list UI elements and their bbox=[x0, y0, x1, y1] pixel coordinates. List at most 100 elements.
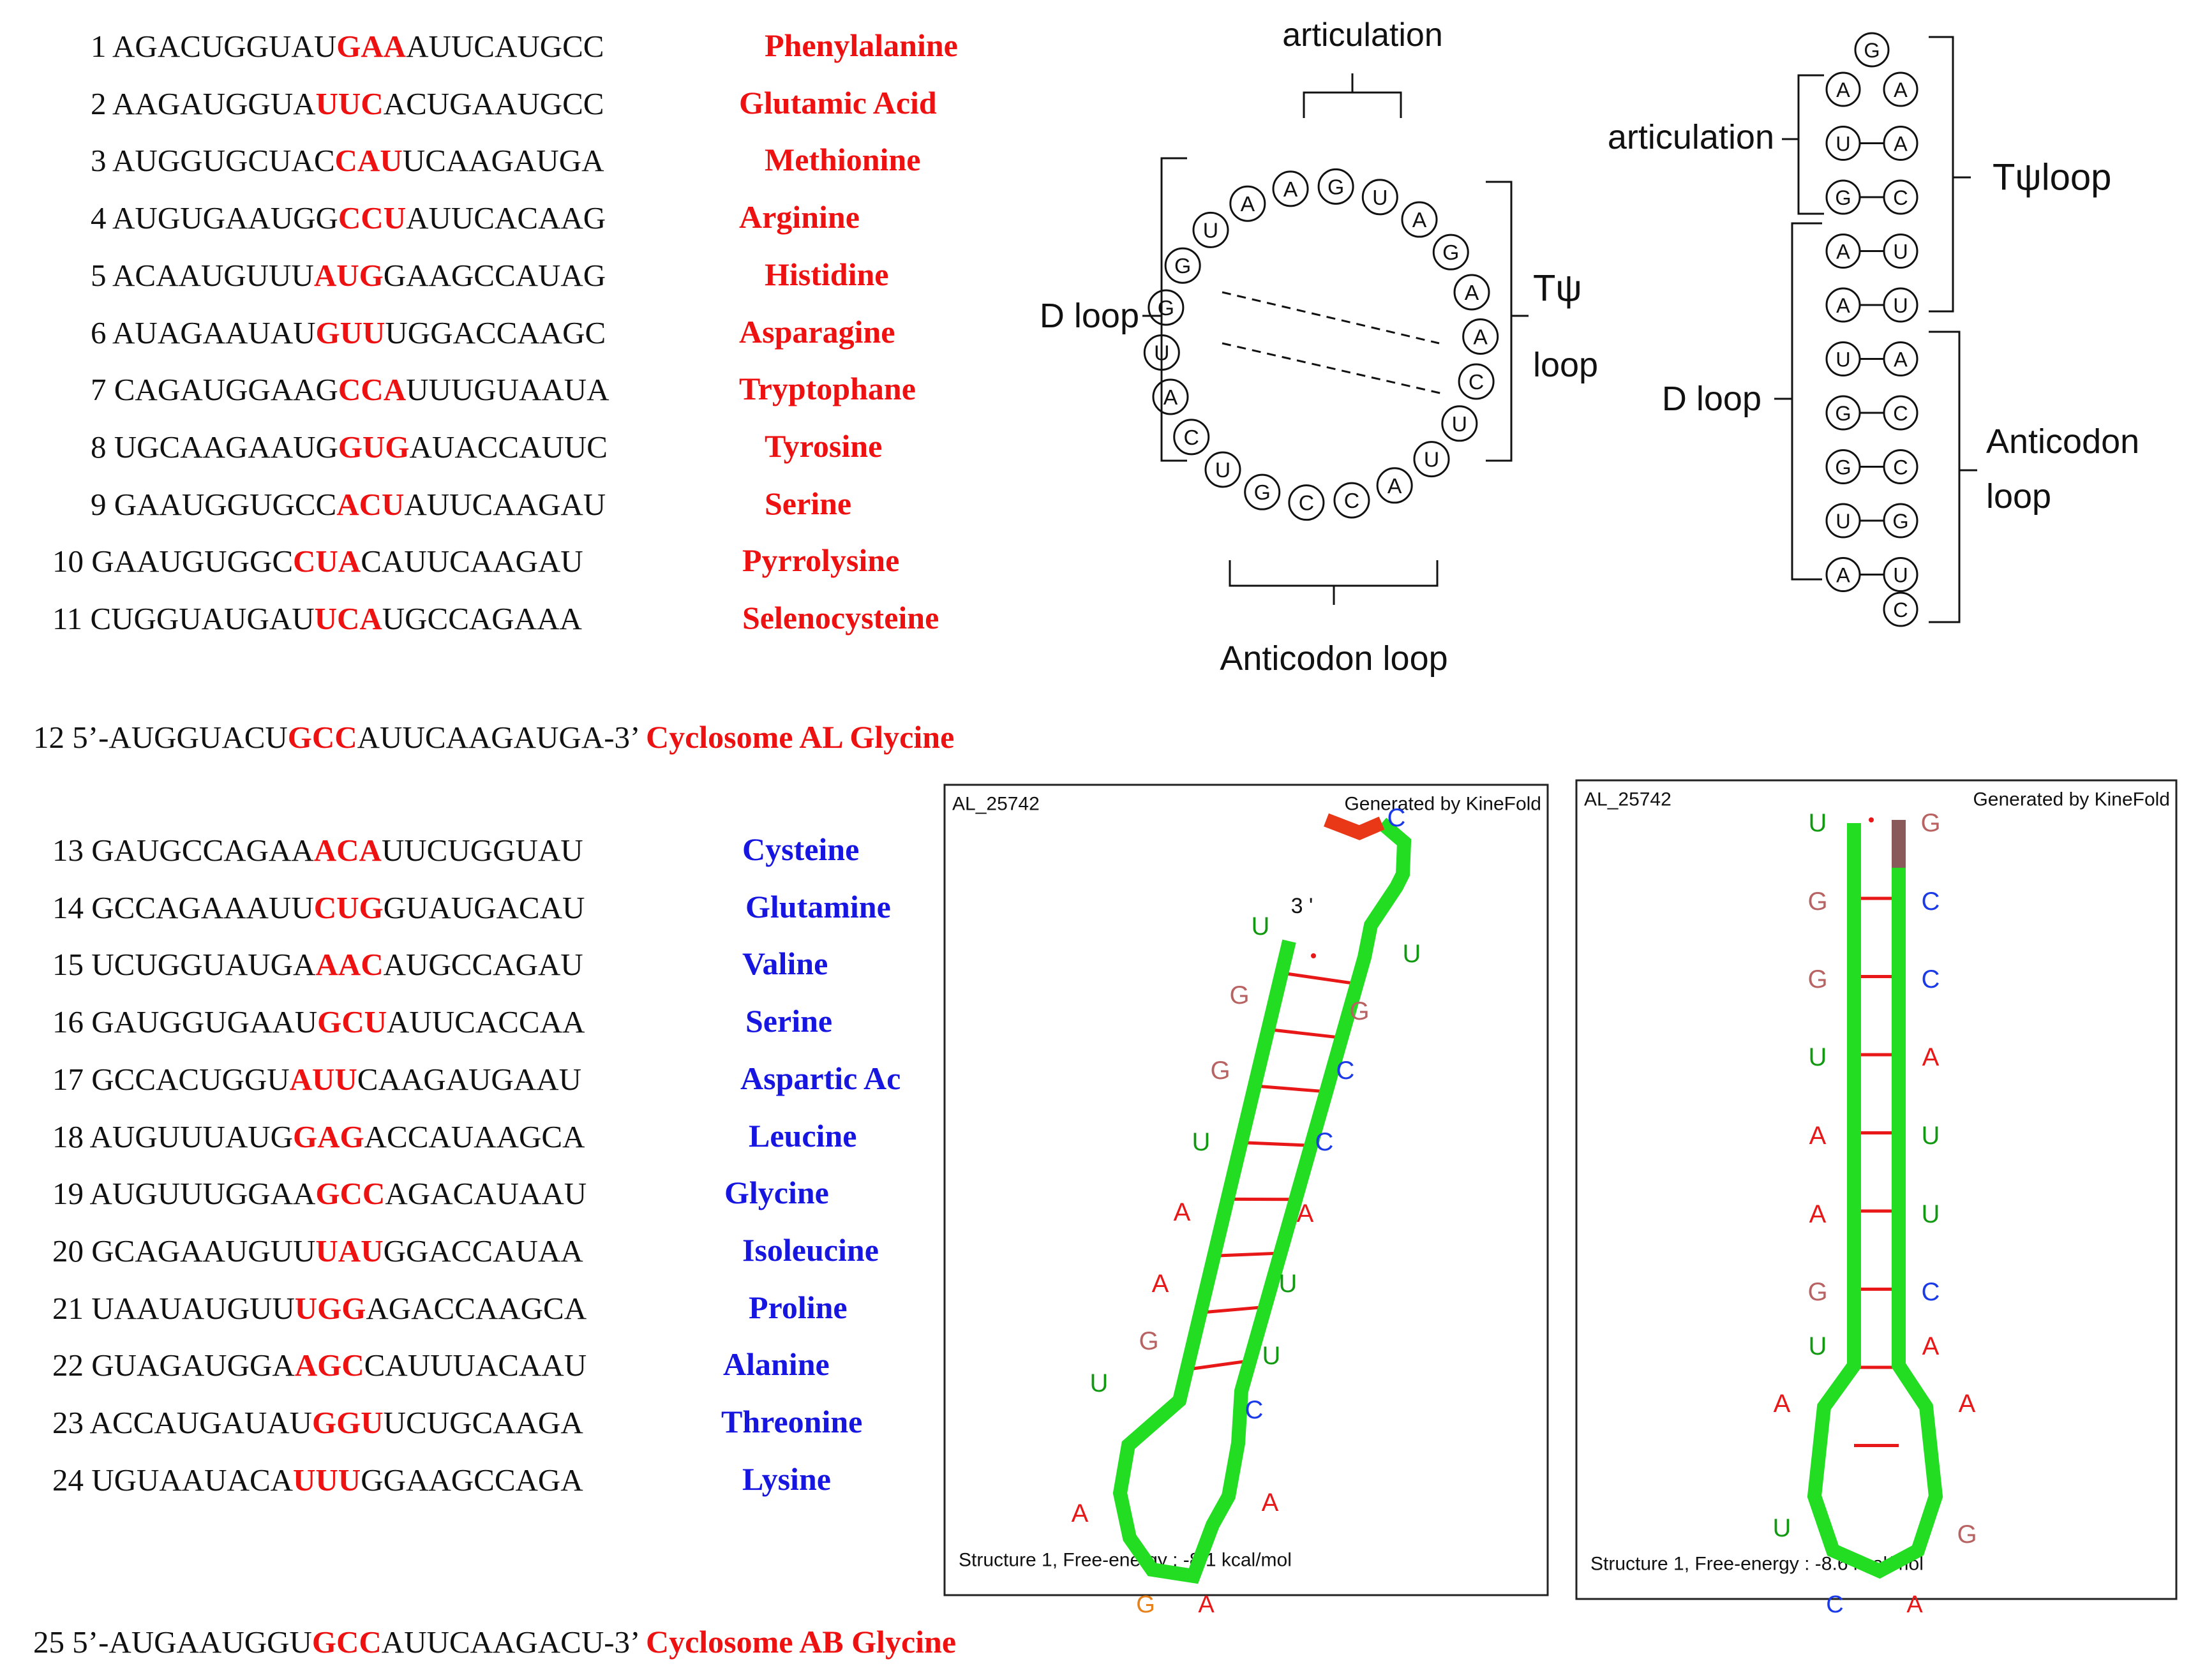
base-letter: A bbox=[1465, 281, 1479, 305]
base-letter: U bbox=[1403, 940, 1421, 968]
base-letter: U bbox=[1836, 510, 1850, 533]
amino-acid-label: Proline bbox=[749, 1289, 848, 1325]
sequence-number: 22 bbox=[52, 1348, 92, 1383]
cyclosome-label: Cyclosome AB Glycine bbox=[645, 1624, 957, 1660]
base-letter: G bbox=[1920, 809, 1940, 837]
t-loop-bracket bbox=[1929, 36, 1954, 313]
base-letter: A bbox=[1959, 1390, 1976, 1418]
sequence-row: 10 GAAUGUGGCCUACAUUCAAGAU bbox=[52, 546, 583, 577]
articulation-label: articulation bbox=[1608, 118, 1774, 156]
base-circle bbox=[1462, 318, 1499, 355]
d-loop-label: D loop bbox=[1040, 297, 1139, 335]
anticodon-highlight: AUG bbox=[313, 257, 384, 293]
ring-base: C bbox=[1333, 482, 1370, 519]
base-letter: U bbox=[1809, 809, 1827, 837]
base-letter: U bbox=[1424, 448, 1439, 472]
sequence-number: 23 bbox=[52, 1405, 90, 1440]
stem-base-right: U bbox=[1883, 234, 1918, 269]
base-letter: U bbox=[1809, 1332, 1827, 1360]
sequence-suffix: CAAGAUGAAU bbox=[357, 1061, 581, 1097]
sequence-number: 7 bbox=[91, 372, 114, 408]
base-letter: A bbox=[1297, 1200, 1314, 1228]
ring-base: A bbox=[1401, 201, 1438, 238]
ring-base: G bbox=[1432, 234, 1469, 271]
sequence-prefix: CAGAUGGAAG bbox=[114, 372, 338, 408]
base-circle bbox=[1333, 482, 1370, 519]
base-letter: A bbox=[1894, 348, 1908, 371]
sequence-number: 1 bbox=[91, 29, 113, 64]
ring-base: U bbox=[1192, 211, 1229, 248]
rna-backbone bbox=[1807, 823, 1943, 1579]
base-letter: G bbox=[1835, 186, 1851, 209]
anticodon-highlight: CCU bbox=[338, 200, 407, 236]
sequence-suffix: CAUUUACAAU bbox=[364, 1348, 587, 1383]
sequence-row: 19 AUGUUUGGAAGCCAGACAUAAU bbox=[52, 1178, 587, 1209]
base-circle bbox=[1441, 405, 1478, 442]
sequence-suffix: AUUCACCAA bbox=[387, 1004, 585, 1040]
stem-base-left: U bbox=[1825, 126, 1861, 161]
sequence-number: 14 bbox=[52, 889, 92, 925]
base-letter: U bbox=[1893, 241, 1908, 264]
anticodon-highlight: UAU bbox=[315, 1233, 384, 1268]
base-letter: A bbox=[1894, 78, 1908, 101]
base-letter: U bbox=[1090, 1369, 1109, 1397]
base-letter: U bbox=[1836, 133, 1850, 156]
sequence-row: 13 GAUGCCAGAAACAUUCUGGUAU bbox=[52, 835, 583, 866]
sequence-prefix: CUGGUAUGAU bbox=[90, 601, 315, 636]
base-letter: C bbox=[1826, 1591, 1843, 1618]
base-circle bbox=[1244, 473, 1281, 510]
sequence-prefix: 5’-AUGAAUGGU bbox=[72, 1624, 312, 1660]
base-letter: G bbox=[1864, 39, 1880, 62]
base-circle bbox=[1432, 234, 1469, 271]
stem-base-left: A bbox=[1825, 287, 1861, 323]
base-letter: G bbox=[1892, 510, 1908, 533]
ring-base: A bbox=[1152, 378, 1189, 415]
sequence-suffix: ACCAUAAGCA bbox=[364, 1119, 585, 1154]
stem-base-left: U bbox=[1825, 341, 1861, 376]
sequence-prefix: UGCAAGAAUG bbox=[114, 429, 338, 465]
sequence-suffix: UGGACCAAGC bbox=[385, 315, 606, 350]
sequence-prefix: GCAGAAUGUU bbox=[91, 1233, 316, 1268]
sequence-prefix: ACAAUGUUU bbox=[112, 257, 314, 293]
anticodon-highlight: CAU bbox=[334, 143, 403, 179]
sequence-suffix: UGCCAGAAA bbox=[382, 601, 582, 636]
stem-base-right: C bbox=[1883, 179, 1918, 215]
base-letter: G bbox=[1327, 175, 1344, 199]
base-letter: A bbox=[1198, 1591, 1215, 1618]
base-circle bbox=[1401, 201, 1438, 238]
sequence-row: 22 GUAGAUGGAAGCCAUUUACAAU bbox=[52, 1349, 587, 1381]
amino-acid-label: Asparagine bbox=[739, 313, 895, 350]
sequence-prefix: ACCAUGAUAU bbox=[89, 1405, 313, 1440]
sequence-prefix: AAGAUGGUA bbox=[112, 85, 316, 121]
base-letter: U bbox=[1922, 1122, 1940, 1150]
sequence-number: 3 bbox=[91, 143, 113, 179]
stem-base-left: G bbox=[1825, 449, 1861, 484]
sequence-suffix: AUUCAAGAU bbox=[404, 486, 606, 522]
sequence-suffix: UUCUGGUAU bbox=[381, 833, 583, 868]
anticodon-highlight: AGC bbox=[294, 1348, 364, 1383]
anticodon-highlight: GUG bbox=[338, 429, 410, 465]
base-circle bbox=[1317, 168, 1354, 205]
sequence-row: 2 AAGAUGGUAUUCACUGAAUGCC bbox=[91, 88, 604, 119]
panel-id: AL_25742 bbox=[1584, 789, 1671, 810]
ring-base: G bbox=[1164, 247, 1201, 284]
stem-base-left: G bbox=[1825, 179, 1861, 215]
base-letter: G bbox=[1229, 981, 1249, 1009]
base-letter: U bbox=[1773, 1514, 1791, 1542]
anticodon-bracket bbox=[1229, 560, 1439, 587]
base-letter: A bbox=[1283, 177, 1298, 202]
ring-base: C bbox=[1173, 419, 1210, 456]
sequence-number: 9 bbox=[91, 486, 114, 522]
base-letter: A bbox=[1922, 1043, 1940, 1071]
base-letter: U bbox=[1836, 348, 1850, 371]
stem-base-right: U bbox=[1883, 287, 1918, 323]
sequence-number: 11 bbox=[52, 601, 91, 636]
base-letter: U bbox=[1922, 1200, 1940, 1228]
sequence-prefix: GCCAGAAAUU bbox=[91, 889, 314, 925]
panel-frame bbox=[1575, 779, 2178, 1600]
base-letter: C bbox=[1893, 598, 1908, 621]
ring-base: C bbox=[1288, 484, 1325, 521]
base-circle bbox=[1164, 247, 1201, 284]
sequence-row: 15 UCUGGUAUGAAACAUGCCAGAU bbox=[52, 949, 583, 980]
